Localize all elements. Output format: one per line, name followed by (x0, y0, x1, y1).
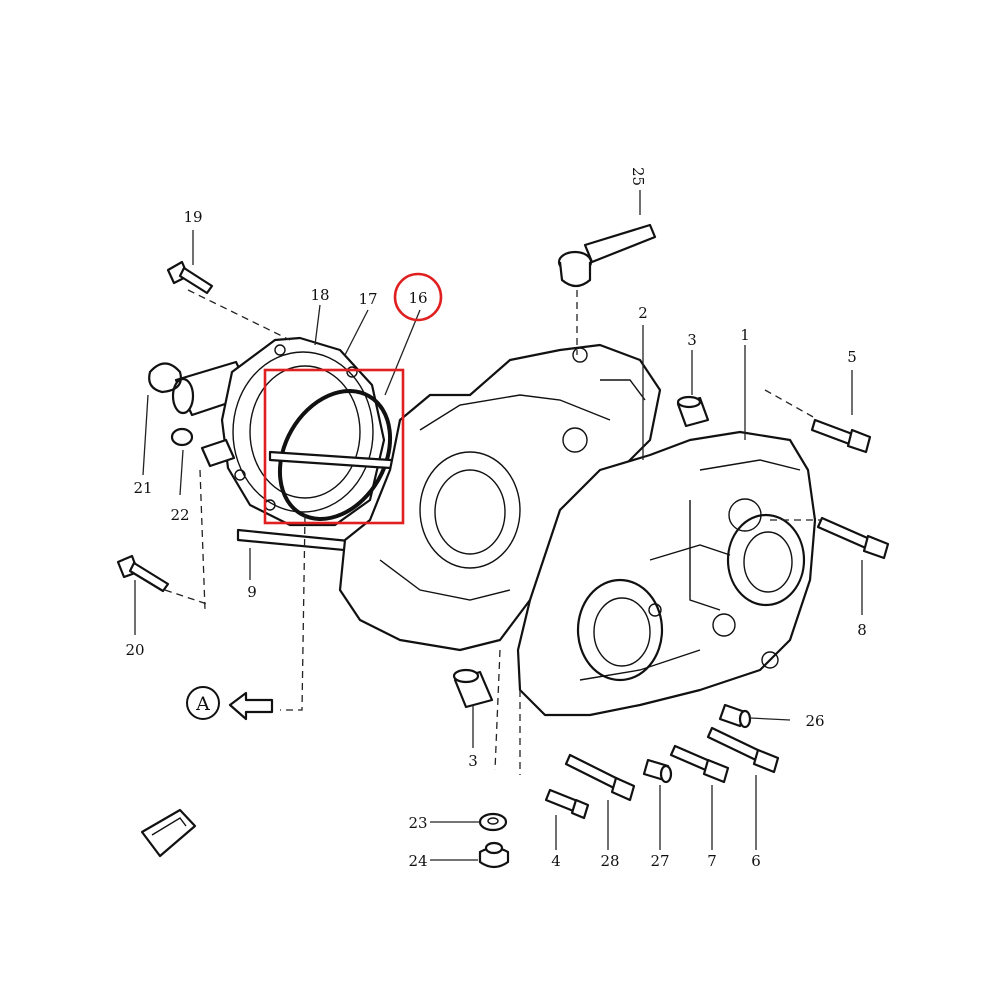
bolt-19 (166, 260, 214, 295)
view-a-letter: A (195, 693, 210, 715)
bracket (140, 808, 197, 858)
o-ring-gasket (277, 389, 393, 521)
callout-21: 21 (133, 479, 152, 497)
highlight-ring (393, 272, 443, 322)
callout-25: 25 (629, 167, 647, 186)
callout-22: 22 (170, 506, 189, 524)
callout-5: 5 (847, 348, 857, 366)
bolt-26 (718, 703, 752, 729)
bolt-5 (810, 418, 872, 454)
callout-6: 6 (751, 852, 761, 870)
callout-16: 16 (408, 289, 427, 307)
crankcase-half-rear (338, 343, 662, 652)
washer-22 (170, 427, 194, 447)
bolt-20 (116, 554, 170, 593)
nut-23 (478, 812, 508, 832)
callout-3-upper: 3 (687, 331, 697, 349)
callout-7: 7 (707, 852, 717, 870)
callout-24: 24 (408, 852, 427, 870)
callout-1: 1 (740, 326, 750, 344)
crankcase-half-front (516, 430, 817, 717)
highlight-box (263, 368, 405, 525)
bolt-8 (816, 516, 890, 560)
bolt-28 (564, 753, 636, 802)
bolt-7 (669, 744, 730, 784)
fitting-24 (478, 841, 510, 869)
callout-20: 20 (125, 641, 144, 659)
callout-8: 8 (857, 621, 867, 639)
callout-27: 27 (650, 852, 669, 870)
bolt-6 (706, 726, 780, 774)
circlip-21 (148, 362, 182, 394)
callout-23: 23 (408, 814, 427, 832)
dowel-pin-3-lower (452, 668, 494, 709)
callout-2: 2 (638, 304, 648, 322)
view-arrow-icon (228, 691, 274, 721)
left-cover-assembly (171, 336, 386, 527)
view-a-marker: A (186, 686, 274, 721)
callout-26: 26 (805, 712, 824, 730)
callout-3-lower: 3 (468, 752, 478, 770)
callout-labels: 25 2 3 1 5 8 26 6 7 27 28 4 3 23 24 17 1… (125, 167, 866, 870)
bolt-4 (544, 788, 590, 820)
callout-18: 18 (310, 286, 329, 304)
leader-lines (134, 190, 863, 861)
highlight-annotation: 16 (263, 272, 443, 525)
callout-9: 9 (247, 583, 257, 601)
dowel-pin-3-upper (676, 395, 710, 428)
callout-19: 19 (183, 208, 202, 226)
drain-plug-25 (557, 223, 657, 288)
callout-4: 4 (551, 852, 561, 870)
bolt-27 (642, 758, 673, 784)
callout-17: 17 (358, 290, 377, 308)
callout-28: 28 (600, 852, 619, 870)
